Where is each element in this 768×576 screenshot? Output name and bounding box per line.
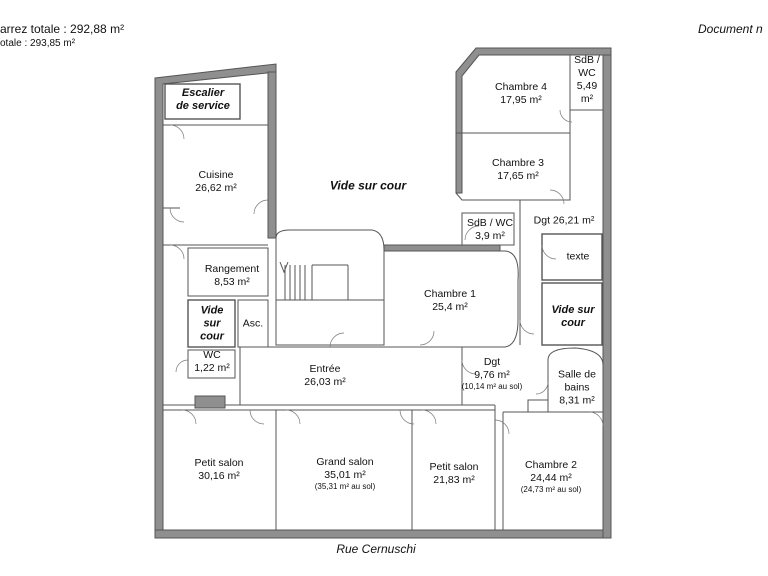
sdb-wc-top-line1: SdB / <box>574 54 600 66</box>
chambre4-label: Chambre 4 17,95 m² <box>495 81 547 107</box>
dgt-mid-name: Dgt <box>483 356 501 368</box>
wall-left-inner <box>267 71 277 239</box>
sdb-wc-top-label: SdB / WC 5,49 m² <box>574 54 600 106</box>
escalier-line1: Escalier <box>181 87 225 99</box>
salle-bains-area: 8,31 m² <box>559 394 595 407</box>
petit-salon-right-name: Petit salon <box>429 461 479 473</box>
rangement-room <box>187 247 269 297</box>
rangement-label: Rangement 8,53 m² <box>205 263 259 289</box>
wall-bottom <box>154 529 608 539</box>
sdb-wc-mid-room <box>461 212 515 246</box>
cuisine-name: Cuisine <box>198 169 234 181</box>
wall-right-outer <box>602 47 612 539</box>
escalier-room <box>164 83 241 120</box>
street-label: Rue Cernuschi <box>336 542 416 556</box>
total-area-label: otale : 293,85 m² <box>0 38 76 49</box>
cuisine-label: Cuisine 26,62 m² <box>195 169 236 195</box>
petit-salon-right-label: Petit salon 21,83 m² <box>429 461 478 487</box>
carrez-total-label: arrez totale : 292,88 m² <box>0 22 125 36</box>
chambre3-name: Chambre 3 <box>492 157 544 169</box>
salle-bains-line1: Salle de <box>558 368 596 381</box>
wc-left-room <box>187 349 236 379</box>
escalier-label: Escalier de service <box>176 87 230 113</box>
asc-label: Asc. <box>242 317 264 330</box>
rangement-name: Rangement <box>204 263 260 275</box>
vide-left-line1: Vide <box>200 304 224 317</box>
grand-salon-label: Grand salon 35,01 m² (35,31 m² au sol) <box>315 456 375 492</box>
wc-left-area: 1,22 m² <box>194 362 230 374</box>
escalier-line2: de service <box>176 100 230 112</box>
document-note: Document n <box>698 22 763 36</box>
entree-area: 26,03 m² <box>304 376 346 388</box>
stair-well <box>275 229 385 346</box>
chambre2-label: Chambre 2 24,44 m² (24,73 m² au sol) <box>521 459 581 495</box>
vide-left-box <box>187 299 236 348</box>
petit-salon-left-area: 30,16 m² <box>198 470 240 482</box>
texte-box <box>541 233 603 281</box>
chambre4-name: Chambre 4 <box>495 81 547 93</box>
entree-label: Entrée 26,03 m² <box>304 363 345 389</box>
vide-left-line3: cour <box>200 330 224 343</box>
salle-bains-label: Salle de bains 8,31 m² <box>558 369 596 408</box>
chambre1-room <box>384 250 519 348</box>
vide-left-line2: sur <box>203 317 221 330</box>
salle-bains-line2: bains <box>564 381 590 394</box>
sdb-wc-top-line3: 5,49 <box>576 80 598 92</box>
chambre1-label: Chambre 1 25,4 m² <box>424 288 476 314</box>
sdb-wc-top-line2: WC <box>578 67 596 79</box>
grand-salon-note: (35,31 m² au sol) <box>314 482 376 491</box>
entree-name: Entrée <box>309 363 341 375</box>
dgt-mid-label: Dgt 9,76 m² (10,14 m² au sol) <box>462 356 522 392</box>
chambre1-name: Chambre 1 <box>424 288 476 300</box>
dgt-top-label: Dgt 26,21 m² <box>533 214 595 227</box>
wc-left-label: WC 1,22 m² <box>194 349 230 375</box>
petit-salon-right-area: 21,83 m² <box>433 474 475 486</box>
wall-courtyard-bottom <box>383 244 501 252</box>
dgt-mid-note: (10,14 m² au sol) <box>461 382 523 391</box>
vide-right-line2: cour <box>561 317 585 329</box>
chambre3-label: Chambre 3 17,65 m² <box>492 157 544 183</box>
chambre3-area: 17,65 m² <box>497 170 539 182</box>
petit-salon-left-label: Petit salon 30,16 m² <box>194 457 243 483</box>
rangement-area: 8,53 m² <box>214 276 250 288</box>
sdb-wc-top-room <box>569 54 604 111</box>
dgt-mid-area: 9,76 m² <box>474 369 510 381</box>
salle-bains-room <box>547 347 604 412</box>
sdb-wc-mid-name: SdB / WC <box>466 217 514 229</box>
vide-center-label: Vide sur cour <box>329 178 407 193</box>
vide-right-box <box>541 282 603 346</box>
vide-right-label: Vide sur cour <box>552 304 595 330</box>
texte-label: texte <box>566 250 590 263</box>
sdb-wc-mid-area: 3,9 m² <box>475 230 505 242</box>
chambre2-note: (24,73 m² au sol) <box>520 485 582 494</box>
wall-top-right <box>455 47 612 194</box>
chambre1-area: 25,4 m² <box>432 301 468 313</box>
chambre2-name: Chambre 2 <box>525 459 577 471</box>
wc-left-name: WC <box>203 349 221 361</box>
chambre3-room <box>455 132 571 201</box>
cuisine-area: 26,62 m² <box>195 182 237 194</box>
vide-right-line1: Vide sur <box>551 304 595 316</box>
sdb-wc-mid-label: SdB / WC 3,9 m² <box>467 217 513 243</box>
chambre2-area: 24,44 m² <box>530 472 572 484</box>
vide-left-label: Vide sur cour <box>200 305 224 344</box>
chambre4-area: 17,95 m² <box>500 94 542 106</box>
grand-salon-area: 35,01 m² <box>324 469 366 481</box>
sdb-wc-top-line4: m² <box>580 93 594 105</box>
petit-salon-left-name: Petit salon <box>194 457 244 469</box>
grand-salon-name: Grand salon <box>316 456 374 468</box>
